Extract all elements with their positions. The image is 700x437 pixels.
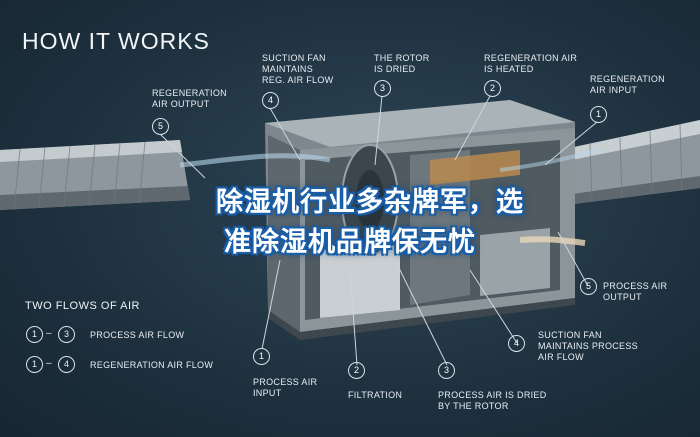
callout-text: BY THE ROTOR	[438, 401, 509, 411]
legend-label: PROCESS AIR FLOW	[90, 330, 185, 340]
callout-badge-process-input: 1	[253, 348, 270, 365]
callout-leader-lines	[159, 95, 598, 366]
callout-text: REGENERATION AIR	[484, 53, 578, 63]
callout-text: MAINTAINS PROCESS	[538, 341, 638, 351]
callout-text: REGENERATION	[152, 88, 227, 98]
callout-badge-regen-input: 1	[590, 106, 607, 123]
legend-dash: –	[46, 328, 52, 339]
callout-process-dried: PROCESS AIR IS DRIED BY THE ROTOR	[438, 390, 547, 412]
callout-badge-filtration: 2	[348, 362, 365, 379]
legend-dash: –	[46, 358, 52, 369]
callout-text: PROCESS AIR	[253, 377, 318, 387]
callout-badge-suction-fan-process: 4	[508, 335, 525, 352]
overlay-headline-line1: 除湿机行业多杂牌军，选	[216, 187, 524, 218]
legend-badge-to: 3	[58, 326, 75, 343]
callout-badge-rotor-dried: 3	[374, 80, 391, 97]
callout-text: OUTPUT	[603, 292, 642, 302]
callout-text: PROCESS AIR IS DRIED	[438, 390, 547, 400]
callout-process-output: PROCESS AIR OUTPUT	[603, 281, 667, 303]
callout-text: IS HEATED	[484, 64, 534, 74]
callout-text: PROCESS AIR	[603, 281, 668, 291]
legend-badge-to: 4	[58, 356, 75, 373]
callout-badge-process-output: 5	[580, 278, 597, 295]
callout-badge-regen-heated: 2	[484, 80, 501, 97]
callout-suction-fan-process: SUCTION FAN MAINTAINS PROCESS AIR FLOW	[538, 330, 638, 363]
callout-text: IS DRIED	[374, 64, 416, 74]
callout-text: REGENERATION	[590, 74, 665, 84]
regeneration-output-duct	[0, 140, 190, 210]
callout-text: AIR OUTPUT	[152, 99, 210, 109]
callout-text: MAINTAINS	[262, 64, 314, 74]
callout-text: FILTRATION	[348, 390, 403, 400]
page-title: HOW IT WORKS	[22, 28, 210, 54]
callout-badge-suction-fan-regen: 4	[262, 92, 279, 109]
cabinet	[179, 100, 601, 340]
callout-process-input: PROCESS AIR INPUT	[253, 377, 317, 399]
legend-label: REGENERATION AIR FLOW	[90, 360, 214, 370]
callout-rotor-dried: THE ROTOR IS DRIED	[374, 53, 430, 75]
callout-text: REG. AIR FLOW	[262, 75, 334, 85]
legend-badge-from: 1	[26, 356, 43, 373]
callout-regen-output: REGENERATION AIR OUTPUT	[152, 88, 227, 110]
callout-text: SUCTION FAN	[538, 330, 602, 340]
callout-regen-heated: REGENERATION AIR IS HEATED	[484, 53, 577, 75]
callout-badge-regen-output: 5	[152, 118, 169, 135]
callout-text: SUCTION FAN	[262, 53, 326, 63]
legend-badge-from: 1	[26, 326, 43, 343]
callout-text: THE ROTOR	[374, 53, 430, 63]
callout-badge-process-dried: 3	[438, 362, 455, 379]
callout-text: AIR INPUT	[590, 85, 638, 95]
callout-regen-input: REGENERATION AIR INPUT	[590, 74, 665, 96]
overlay-headline-line2: 准除湿机品牌保无忧	[224, 227, 476, 258]
callout-filtration: FILTRATION	[348, 390, 402, 401]
callout-text: AIR FLOW	[538, 352, 584, 362]
callout-text: INPUT	[253, 388, 282, 398]
flows-legend-title: TWO FLOWS OF AIR	[25, 300, 140, 312]
callout-suction-fan-regen: SUCTION FAN MAINTAINS REG. AIR FLOW	[262, 53, 333, 86]
